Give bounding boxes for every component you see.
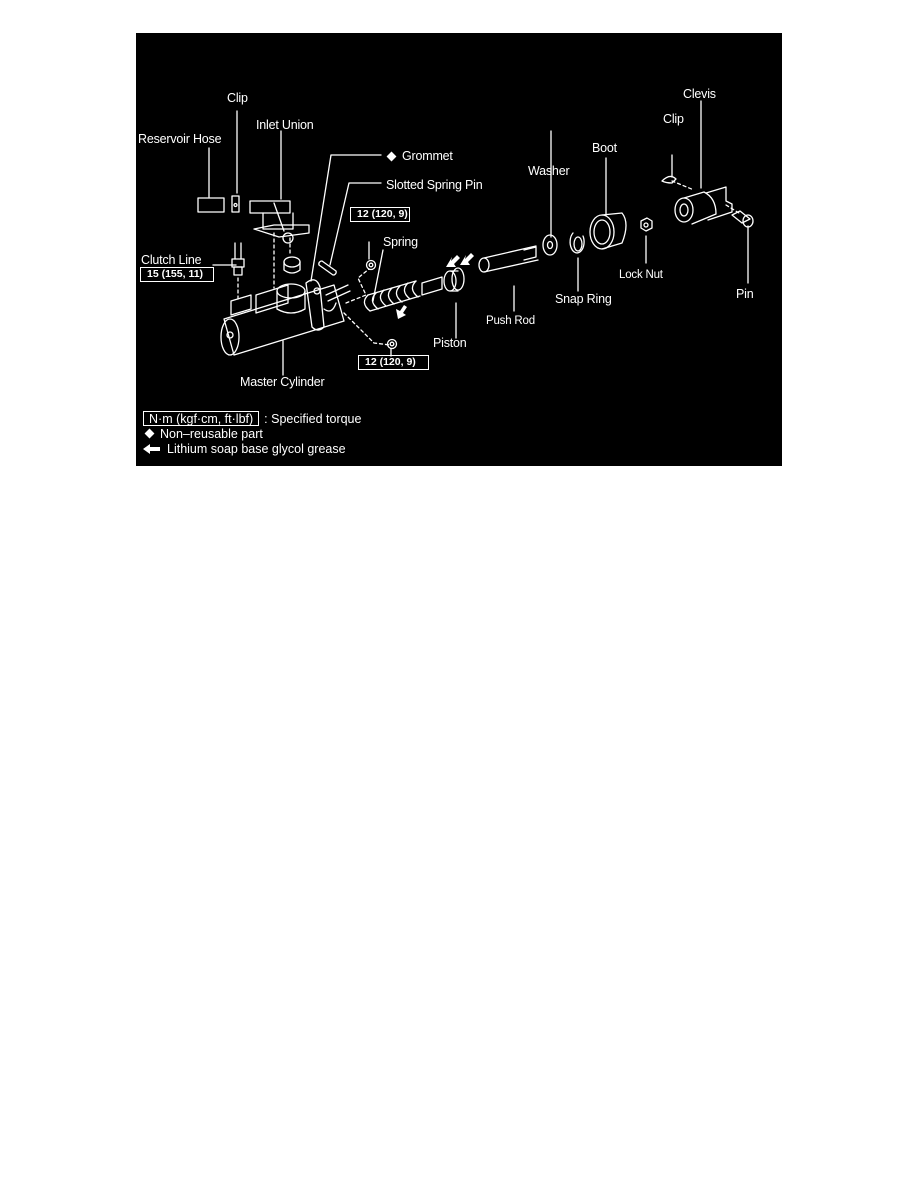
nuts [365,259,398,350]
label-grommet: Grommet [384,149,453,163]
leader-lines [208,100,749,376]
legend-grease-row: Lithium soap base glycol grease [143,441,361,456]
master-cylinder-exploded-view [197,100,754,376]
clip-part [231,195,240,213]
legend-non-reusable: Non–reusable part [160,426,263,441]
washer [542,234,558,256]
boot [589,212,627,250]
clutch-line-fitting [231,242,245,276]
label-clip-top: Clip [227,91,248,105]
grease-arrows [396,253,474,319]
grommet [283,256,301,274]
piston [421,267,465,296]
label-lock-nut: Lock Nut [619,269,663,281]
non-reusable-diamond-icon [386,151,397,162]
pin [731,210,754,228]
inlet-union [249,200,310,244]
spring [363,280,421,312]
label-reservoir-hose: Reservoir Hose [138,132,222,146]
torque-box-nut-lower: 12 (120, 9) [358,355,429,370]
alignment-dashes [237,180,740,346]
clevis-clip [661,175,677,184]
torque-box-nut-upper: 12 (120, 9) [350,207,410,222]
reservoir-hose [197,197,225,213]
clevis [674,186,733,225]
label-push-rod: Push Rod [486,315,535,327]
push-rod [478,245,539,273]
lock-nut [640,217,653,232]
slotted-spring-pin [318,260,337,276]
master-cylinder [220,279,351,356]
legend-grease: Lithium soap base glycol grease [167,441,346,456]
legend-non-reusable-row: Non–reusable part [143,426,361,441]
torque-box-clutch-line: 15 (155, 11) [140,267,214,282]
label-snap-ring: Snap Ring [555,292,612,306]
legend-torque-desc: : Specified torque [264,411,362,426]
label-master-cylinder: Master Cylinder [240,375,325,389]
label-pin: Pin [736,287,754,301]
legend-torque-unit: N·m (kgf·cm, ft·lbf) [143,411,260,426]
exploded-diagram-panel: Clip Reservoir Hose Inlet Union Grommet … [136,33,782,466]
legend: N·m (kgf·cm, ft·lbf) : Specified torque … [143,411,361,456]
left-arrow-icon [143,443,161,454]
diamond-icon [144,428,155,439]
legend-torque-row: N·m (kgf·cm, ft·lbf) : Specified torque [143,411,361,426]
label-boot: Boot [592,141,617,155]
label-inlet-union: Inlet Union [256,118,314,132]
label-clevis: Clevis [683,87,716,101]
snap-ring [569,232,585,254]
label-spring: Spring [383,235,418,249]
label-washer: Washer [528,164,570,178]
label-clutch-line: Clutch Line [141,253,202,267]
label-slotted-spring-pin: Slotted Spring Pin [386,178,483,192]
grommet-text: Grommet [402,149,453,163]
label-piston: Piston [433,336,467,350]
label-clip-right: Clip [663,112,684,126]
